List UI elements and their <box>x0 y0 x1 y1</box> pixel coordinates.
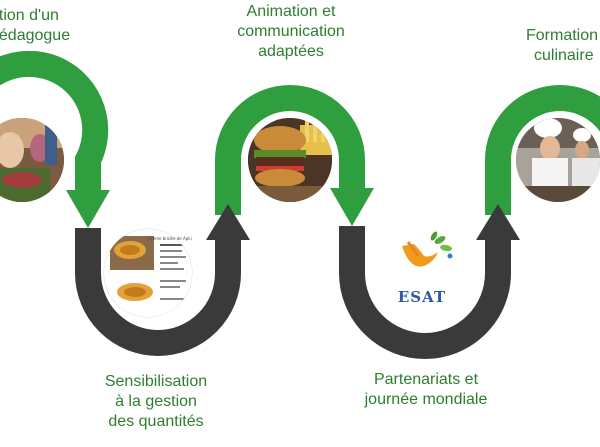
label-top-3-line-1: Formation <box>526 27 599 44</box>
photo-recipe-card: Crème brûlée de Apki <box>103 228 193 318</box>
dark-arc-1 <box>75 204 250 356</box>
esat-logo: ESAT <box>380 231 464 315</box>
esat-logo-text: ESAT <box>398 288 446 306</box>
label-bottom-1-line-3: des quantités <box>108 413 204 430</box>
label-bottom-2: Partenariats et journée mondiale <box>356 370 496 410</box>
esat-hand-leaf-icon <box>402 231 453 267</box>
label-top-1-line-1: ation d'un <box>0 7 59 24</box>
label-bottom-1-line-2: à la gestion <box>115 393 197 410</box>
label-bottom-1: Sensibilisation à la gestion des quantit… <box>86 372 226 432</box>
label-top-2-line-1: Animation et <box>246 3 336 20</box>
label-bottom-1-line-1: Sensibilisation <box>104 373 208 390</box>
label-top-1: ation d'un pédagogue <box>0 6 110 46</box>
photo-chefs <box>516 118 600 202</box>
recipe-card-title: Crème brûlée de Apki <box>148 236 191 241</box>
label-top-2: Animation et communication adaptées <box>216 2 366 62</box>
green-arc-1 <box>0 50 110 228</box>
label-bottom-2-line-1: Partenariats et <box>373 371 479 388</box>
label-bottom-2-line-2: journée mondiale <box>364 391 488 408</box>
dark-arc-2 <box>339 204 520 359</box>
photo-burger <box>248 118 332 202</box>
label-top-2-line-2: communication <box>237 23 345 40</box>
green-arc-3 <box>485 85 600 215</box>
label-top-2-line-3: adaptées <box>258 43 324 60</box>
label-top-3-line-2: culinaire <box>534 47 594 64</box>
label-top-1-line-2: pédagogue <box>0 27 71 44</box>
label-top-3: Formation culinaire <box>516 26 600 66</box>
photo-pedagogue <box>0 118 64 202</box>
green-arc-2 <box>215 85 374 226</box>
